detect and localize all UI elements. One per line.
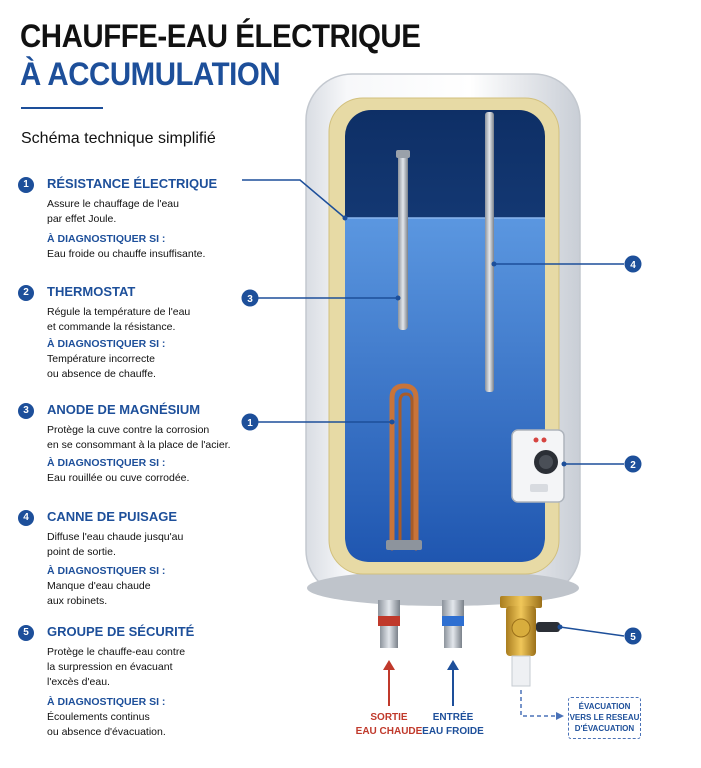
cold-inlet-label: ENTRÉE EAU FROIDE	[416, 711, 490, 739]
outlet-hot-pipe	[378, 600, 400, 648]
cold-water-arrow	[447, 660, 459, 706]
evacuation-box: ÉVACUATION VERS LE RESEAU D'ÉVACUATION	[568, 697, 641, 739]
inlet-cold-pipe	[442, 600, 464, 648]
callout-number-2: 2	[630, 460, 636, 471]
hot-water-arrow	[383, 660, 395, 706]
callout-number-3: 3	[247, 294, 253, 305]
canne-de-puisage	[485, 112, 494, 392]
callout-number-4: 4	[630, 260, 636, 271]
callout-number-1: 1	[247, 418, 253, 429]
evacuation-arrow	[521, 690, 556, 716]
magnesium-anode	[396, 150, 410, 330]
thermostat	[512, 430, 564, 502]
evacuation-arrowhead	[556, 712, 564, 720]
callout-line-5	[560, 627, 624, 636]
callout-number-5: 5	[630, 632, 636, 643]
safety-group	[500, 596, 560, 686]
hot-outlet-label: SORTIE EAU CHAUDE	[352, 711, 426, 739]
